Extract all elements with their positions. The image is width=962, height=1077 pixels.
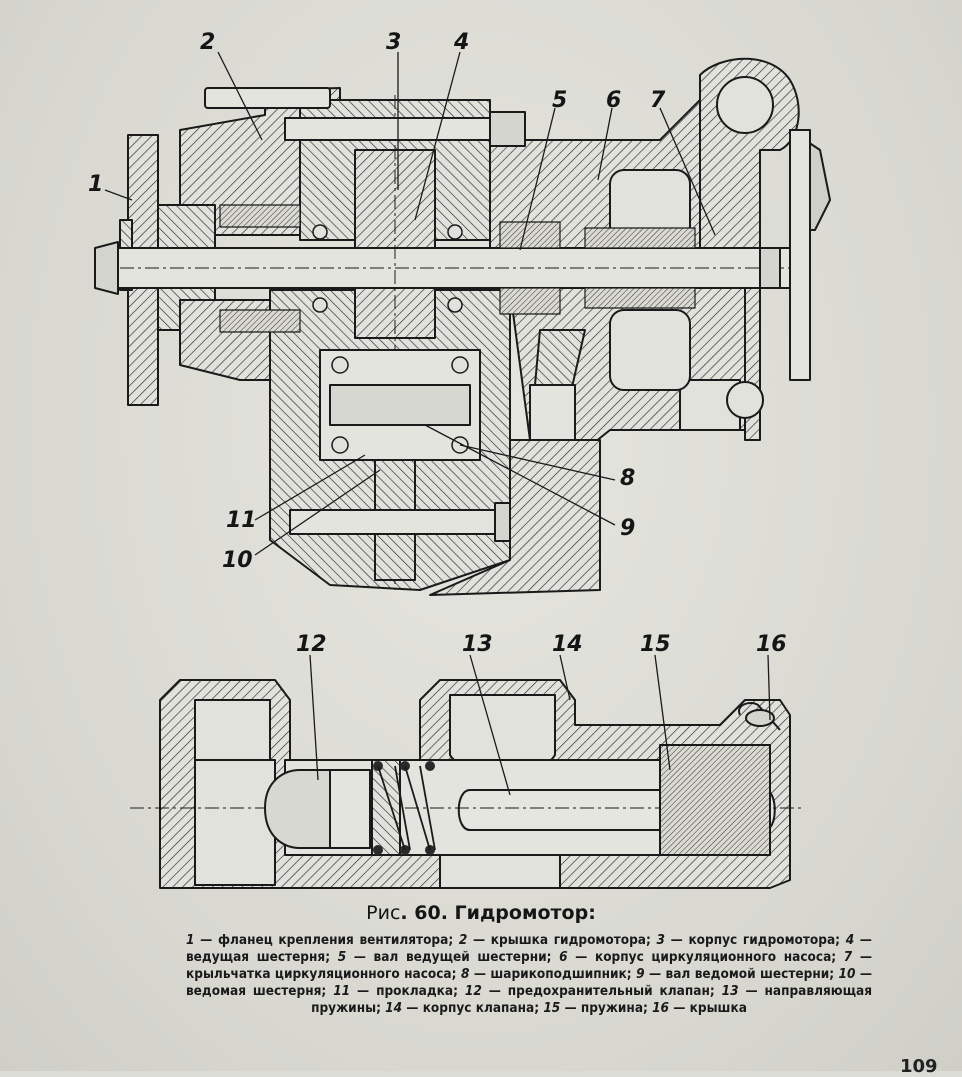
callout-1: 1 xyxy=(88,172,104,197)
legend-text: корпус клапана xyxy=(422,1000,535,1016)
valve-section-view xyxy=(130,679,805,889)
legend-number: 3 xyxy=(656,932,665,948)
legend-entry: 9 — вал ведомой шестерни; xyxy=(636,966,839,982)
leader-lines xyxy=(104,51,771,796)
legend-entry: 8 — шарикоподшипник; xyxy=(460,966,637,982)
legend-entry: 5 — вал ведущей шестерни; xyxy=(337,949,560,965)
legend-entry: 12 — предохранительный клапан; xyxy=(464,983,722,999)
legend-text: корпус гидромотора xyxy=(688,932,836,948)
legend-text: направляющая пружины xyxy=(311,983,872,1016)
callout-5: 5 xyxy=(552,88,568,113)
legend-number: 12 xyxy=(464,983,482,999)
legend-number: 15 xyxy=(543,1000,561,1016)
callout-4: 4 xyxy=(454,30,470,55)
legend-text: крыльчатка циркуляционного насоса xyxy=(186,966,452,982)
callout-6: 6 xyxy=(606,88,622,113)
legend-text: шарикоподшипник xyxy=(490,966,627,982)
legend-number: 5 xyxy=(337,949,347,965)
legend-entry: 13 — направляющая пружины; xyxy=(311,983,872,1016)
legend-text: корпус циркуляционного насоса xyxy=(594,949,832,965)
legend-number: 16 xyxy=(652,1000,670,1016)
legend-entry: 10 — ведомая шестерня; xyxy=(186,966,873,999)
legend-entry: 15 — пружина; xyxy=(543,1000,653,1016)
callout-9: 9 xyxy=(620,516,636,541)
legend-entry: 2 — крышка гидромотора; xyxy=(458,932,657,948)
legend-text: фланец крепления вентилятора xyxy=(217,932,449,948)
top-section-view xyxy=(94,57,831,596)
legend-text: ведущая шестерня xyxy=(186,949,326,965)
figure-caption: Рис. 60. Гидромотор: xyxy=(0,902,962,924)
legend-text: предохранительный клапан xyxy=(507,983,710,999)
legend-text: ведомая шестерня xyxy=(186,983,322,999)
legend-number: 14 xyxy=(385,1000,403,1016)
legend-entry: 3 — корпус гидромотора; xyxy=(656,932,846,948)
legend-entry: 16 — крышка xyxy=(652,1000,747,1016)
callout-7: 7 xyxy=(650,88,666,113)
page-number: 109 xyxy=(900,1056,938,1077)
legend-text: крышка гидромотора xyxy=(490,932,646,948)
legend-text: вал ведущей шестерни xyxy=(373,949,547,965)
callout-13: 13 xyxy=(462,632,493,657)
legend-number: 9 xyxy=(636,966,645,982)
legend-number: 7 xyxy=(843,949,853,965)
caption-number: . 60. xyxy=(400,902,448,924)
callout-12: 12 xyxy=(296,632,327,657)
callout-15: 15 xyxy=(640,632,671,657)
legend-number: 13 xyxy=(721,983,739,999)
legend-entry: 6 — корпус циркуляционного насоса; xyxy=(559,949,844,965)
legend-number: 4 xyxy=(845,932,855,948)
callout-8: 8 xyxy=(620,466,636,491)
callout-2: 2 xyxy=(200,30,216,55)
callout-10: 10 xyxy=(222,548,253,573)
legend-entry: 4 — ведущая шестерня; xyxy=(186,932,872,965)
legend-entry: 11 — прокладка; xyxy=(333,983,465,999)
legend-number: 11 xyxy=(333,983,351,999)
caption-prefix: Рис xyxy=(366,902,401,924)
legend-number: 2 xyxy=(458,932,468,948)
legend-number: 10 xyxy=(838,966,856,982)
callout-11: 11 xyxy=(226,508,257,533)
callout-14: 14 xyxy=(552,632,583,657)
legend-entry: 14 — корпус клапана; xyxy=(385,1000,544,1016)
legend-number: 8 xyxy=(460,966,470,982)
legend-entry: 1 — фланец крепления вентилятора; xyxy=(186,932,459,948)
callout-3: 3 xyxy=(386,30,402,55)
callout-16: 16 xyxy=(756,632,787,657)
legend-entry: 7 — крыльчатка циркуляционного насоса; xyxy=(186,949,872,982)
legend-number: 1 xyxy=(186,932,195,948)
figure-legend: 1 — фланец крепления вентилятора; 2 — кр… xyxy=(186,932,872,1017)
caption-title: Гидромотор: xyxy=(454,902,596,924)
legend-text: вал ведомой шестерни xyxy=(665,966,830,982)
legend-text: пружина xyxy=(580,1000,644,1016)
legend-text: прокладка xyxy=(376,983,454,999)
legend-number: 6 xyxy=(559,949,568,965)
legend-text: крышка xyxy=(689,1000,747,1016)
